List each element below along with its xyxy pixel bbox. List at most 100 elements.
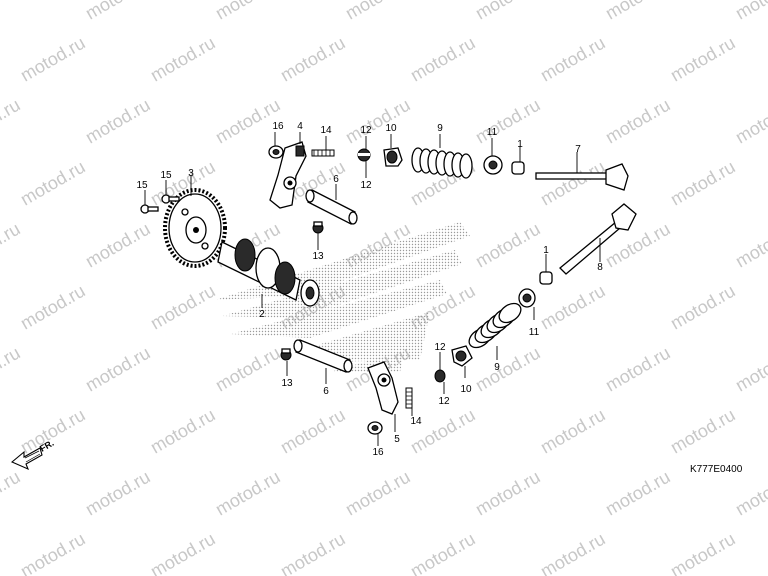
callout-9-upper: 9 [437,123,443,134]
watermark-text: motod.ru [732,343,768,396]
callout-1-upper: 1 [517,139,523,150]
intake-valve-drawing [535,163,629,191]
watermark-text: motod.ru [17,33,89,86]
callout-9-lower: 9 [494,362,500,373]
callout-15-b: 15 [136,180,148,191]
watermark-text: motod.ru [407,405,479,458]
watermark-text: motod.ru [342,0,414,23]
watermark-text: motod.ru [667,33,739,86]
watermark-text: motod.ru [17,157,89,210]
callout-5: 5 [394,434,400,445]
watermark-text: motod.ru [82,467,154,520]
callout-13-upper: 13 [312,251,324,262]
watermark-text: motod.ru [472,343,544,396]
watermark-text: motod.ru [667,529,739,576]
leader-lines [144,132,601,446]
watermark-text: motod.ru [472,95,544,148]
watermark-text: motod.ru [537,281,609,334]
callout-6-upper: 6 [333,174,339,185]
callout-16-upper: 16 [272,121,284,132]
camshaft-drawing [217,238,320,307]
watermark-text: motod.ru [667,157,739,210]
valve-spring-lower-drawing [468,302,522,349]
watermark-text: motod.ru [537,405,609,458]
watermark-text: motod.ru [472,0,544,23]
watermark-text: motod.ru [342,467,414,520]
callout-10-upper: 10 [385,123,397,134]
watermark-text: motod.ru [0,219,24,272]
watermark-text: motod.ru [17,281,89,334]
shaft-bolt-lower-drawing [280,348,292,361]
spring-retainer-lower-drawing [518,288,536,308]
adjuster-screw-lower-drawing [405,387,413,409]
callout-6-lower: 6 [323,386,329,397]
watermark-text: motod.ru [732,219,768,272]
watermark-text: motod.ru [472,467,544,520]
cam-sprocket-drawing [163,188,227,268]
callout-16-lower: 16 [372,447,384,458]
washer-drawing [268,145,284,159]
rocker-arm-upper-drawing [269,141,307,209]
watermark-text: motod.ru [667,281,739,334]
callout-12-lower-b: 12 [438,396,450,407]
watermark-text: motod.ru [537,33,609,86]
spring-retainer-drawing [483,155,503,175]
callout-11-upper: 11 [487,127,498,138]
shaft-bolt-drawing [312,221,324,234]
callout-15-a: 15 [160,170,172,181]
watermark-text: motod.ru [602,343,674,396]
rocker-shaft-lower-drawing [293,339,353,373]
watermark-text: motod.ru [342,95,414,148]
watermark-text: motod.ru [82,95,154,148]
callout-7: 7 [575,144,581,155]
callout-3: 3 [188,168,194,179]
exhaust-valve-drawing [559,203,637,275]
callout-1-lower: 1 [543,245,549,256]
watermark-text: motod.ru [0,343,24,396]
callout-11-lower: 11 [529,327,540,338]
watermark-text: motod.ru [472,219,544,272]
watermark-text: motod.ru [407,33,479,86]
washer-lower-drawing [367,421,383,435]
callout-13-lower: 13 [281,378,293,389]
lock-nut-drawing [357,148,371,162]
valve-stem-seal-drawing [511,161,525,175]
brand-logo-watermark [215,222,470,372]
watermark-text: motod.ru [602,467,674,520]
diagram-code: K777E0400 [690,464,743,475]
watermark-text: motod.ru [0,0,24,23]
watermark-text: motod.ru [602,0,674,23]
callout-12-upper-b: 12 [360,180,372,191]
watermark-text: motod.ru [0,467,24,520]
callout-12-lower-a: 12 [434,342,446,353]
bolt-drawing [140,194,180,214]
rocker-arm-lower-drawing [367,361,399,415]
valve-spring-upper-drawing [411,147,473,179]
callout-10-lower: 10 [460,384,472,395]
watermark-text: motod.ru [732,95,768,148]
lock-nut-lower-drawing [434,369,446,383]
watermark-text: motod.ru [17,405,89,458]
watermark-text: motod.ru [17,529,89,576]
adjuster-screw-drawing [311,149,335,157]
part-labels: 16 4 14 12 12 10 9 11 1 7 6 13 3 15 15 2… [136,121,603,458]
watermark-text: motod.ru [602,95,674,148]
watermark-text: motod.ru [407,529,479,576]
watermark-text: motod.ru [147,405,219,458]
watermark-text: motod.ru [147,33,219,86]
watermark-text: motod.ru [667,405,739,458]
valve-stem-seal-lower-drawing [539,271,553,285]
watermark-text: motod.ru [82,343,154,396]
watermark-text: motod.ru [212,467,284,520]
callout-14-upper: 14 [320,125,332,136]
watermark-text: motod.ru [147,281,219,334]
valve-cotter-lower-drawing [451,345,473,367]
watermark-text: motod.ru [212,343,284,396]
watermark-text: motod.ru [537,157,609,210]
watermark-text: motod.ru [82,219,154,272]
watermark-text: motod.ru [277,33,349,86]
callout-8: 8 [597,262,603,273]
front-arrow-icon [10,447,43,471]
watermark-text: motod.ru [277,529,349,576]
